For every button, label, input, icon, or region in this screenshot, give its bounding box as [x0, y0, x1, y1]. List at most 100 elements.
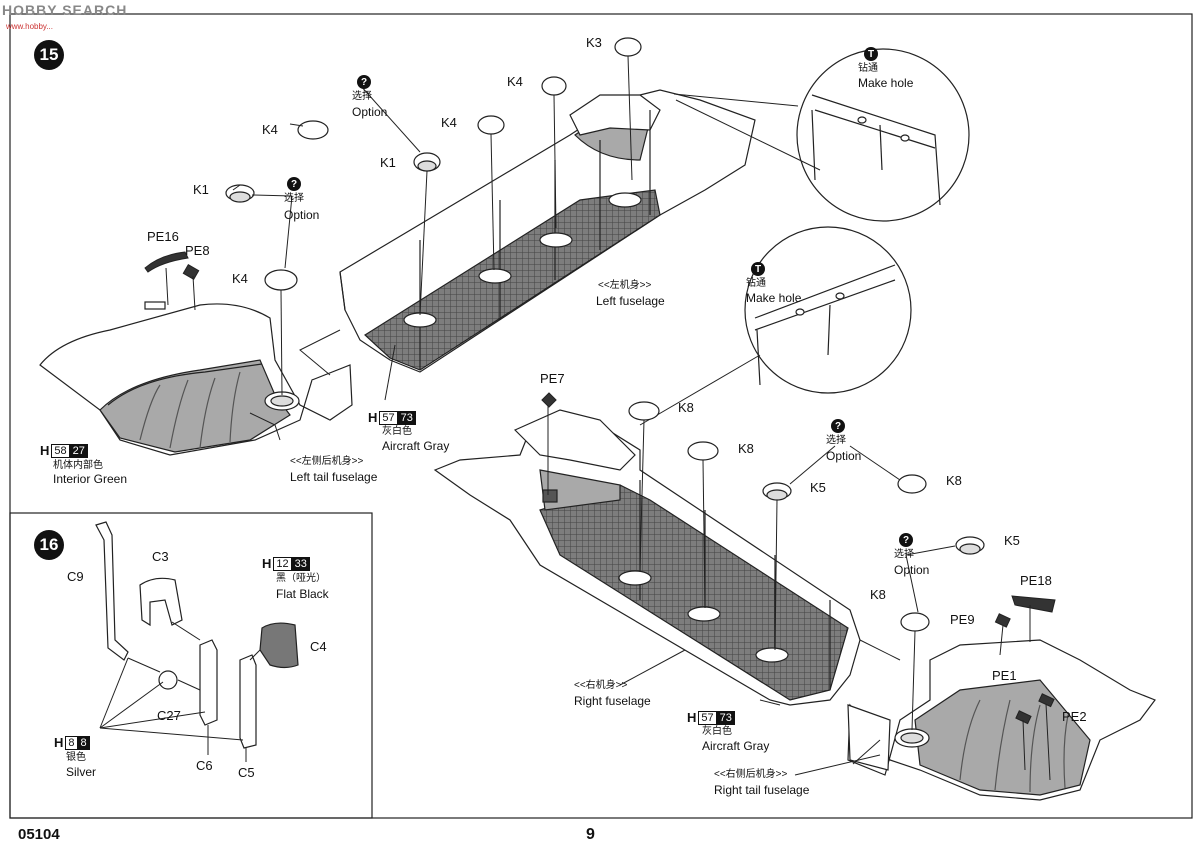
left-tail-cn: <<左侧后机身>> — [290, 456, 364, 467]
paint-h: H — [40, 443, 50, 458]
right-tail-en: Right tail fuselage — [714, 783, 810, 797]
paint-code-b: 8 — [77, 735, 90, 750]
right-tail-fuselage-part — [847, 639, 1156, 801]
paint-en: Interior Green — [53, 472, 128, 486]
paint-cn: 灰白色 — [702, 726, 732, 737]
step16-frame — [9, 512, 373, 819]
paint-en: Aircraft Gray — [702, 739, 770, 753]
page-number: 9 — [586, 826, 595, 843]
label-k3: K3 — [586, 35, 602, 50]
paint-h: H — [368, 410, 378, 425]
label-pe7: PE7 — [540, 371, 565, 386]
detail-magnifier-2 — [639, 226, 912, 426]
option-cn: 选择 — [894, 549, 914, 560]
paint-code-flat-black: H 12 33 — [262, 556, 310, 571]
right-fuselage-cn: <<右机身>> — [574, 680, 628, 691]
label-pe9: PE9 — [950, 612, 975, 627]
left-tail-fuselage-part — [39, 301, 353, 456]
drill-icon: T — [864, 47, 878, 61]
question-icon: ? — [287, 177, 301, 191]
left-fuselage-en: Left fuselage — [596, 294, 665, 308]
label-pe8: PE8 — [185, 243, 210, 258]
pe-parts — [144, 251, 1056, 725]
step-15-badge: 15 — [34, 40, 64, 70]
paint-code-a: 58 — [51, 443, 70, 458]
option-cn: 选择 — [284, 193, 304, 204]
watermark-url: www.hobby... — [6, 22, 53, 31]
label-k4: K4 — [232, 271, 248, 286]
label-k1: K1 — [380, 155, 396, 170]
product-code: 05104 — [18, 826, 60, 843]
option-cn: 选择 — [352, 91, 372, 102]
paint-code-b: 73 — [716, 710, 735, 725]
paint-code-a: 8 — [65, 735, 78, 750]
left-fuselage-cn: <<左机身>> — [598, 280, 652, 291]
label-c5: C5 — [238, 765, 255, 780]
make-hole-cn: 钻通 — [858, 63, 878, 74]
paint-code-aircraft-gray: H 57 73 — [687, 710, 735, 725]
step16-parts — [95, 521, 299, 749]
label-k1: K1 — [193, 182, 209, 197]
right-fuselage-part — [433, 409, 861, 706]
label-k8: K8 — [738, 441, 754, 456]
paint-cn: 机体内部色 — [53, 460, 103, 471]
paint-h: H — [262, 556, 272, 571]
label-k5: K5 — [1004, 533, 1020, 548]
option-cn: 选择 — [826, 435, 846, 446]
assembly-lines — [165, 55, 1051, 781]
watermark: HOBBY SEARCH — [2, 2, 128, 18]
left-fuselage-part — [339, 89, 756, 373]
label-k5: K5 — [810, 480, 826, 495]
right-tail-cn: <<右侧后机身>> — [714, 769, 788, 780]
paint-en: Silver — [66, 765, 97, 779]
label-k8: K8 — [946, 473, 962, 488]
paint-en: Flat Black — [276, 587, 329, 601]
paint-code-interior-green: H 58 27 — [40, 443, 88, 458]
option-en: Option — [352, 105, 388, 119]
label-pe1: PE1 — [992, 668, 1017, 683]
label-c4: C4 — [310, 639, 327, 654]
question-icon: ? — [831, 419, 845, 433]
paint-cn: 银色 — [66, 752, 86, 763]
label-k8: K8 — [870, 587, 886, 602]
paint-en: Aircraft Gray — [382, 439, 450, 453]
make-hole-en: Make hole — [858, 76, 914, 90]
paint-cn: 灰白色 — [382, 426, 412, 437]
paint-code-a: 12 — [273, 556, 292, 571]
option-en: Option — [826, 449, 862, 463]
paint-h: H — [54, 735, 64, 750]
paint-h: H — [687, 710, 697, 725]
detail-magnifier-1 — [673, 48, 970, 222]
right-fuselage-en: Right fuselage — [574, 694, 651, 708]
paint-code-b: 33 — [291, 556, 310, 571]
option-en: Option — [894, 563, 930, 577]
label-c3: C3 — [152, 549, 169, 564]
label-pe16: PE16 — [147, 229, 179, 244]
label-pe18: PE18 — [1020, 573, 1052, 588]
paint-code-aircraft-gray: H 57 73 — [368, 410, 416, 425]
step16-lines — [99, 621, 261, 762]
paint-cn: 黑（哑光） — [276, 573, 326, 584]
label-k4: K4 — [441, 115, 457, 130]
label-k8: K8 — [678, 400, 694, 415]
paint-code-a: 57 — [379, 410, 398, 425]
label-c9: C9 — [67, 569, 84, 584]
paint-code-silver: H 8 8 — [54, 735, 90, 750]
step-16-badge: 16 — [34, 530, 64, 560]
paint-code-a: 57 — [698, 710, 717, 725]
drill-icon: T — [751, 262, 765, 276]
label-c6: C6 — [196, 758, 213, 773]
left-tail-en: Left tail fuselage — [290, 470, 378, 484]
label-c27: C27 — [157, 708, 181, 723]
make-hole-cn: 钻通 — [746, 278, 766, 289]
label-pe2: PE2 — [1062, 709, 1087, 724]
page-frame — [9, 13, 1193, 819]
label-k4: K4 — [262, 122, 278, 137]
label-k4: K4 — [507, 74, 523, 89]
question-icon: ? — [357, 75, 371, 89]
question-icon: ? — [899, 533, 913, 547]
option-en: Option — [284, 208, 320, 222]
make-hole-en: Make hole — [746, 291, 802, 305]
paint-code-b: 27 — [69, 443, 88, 458]
